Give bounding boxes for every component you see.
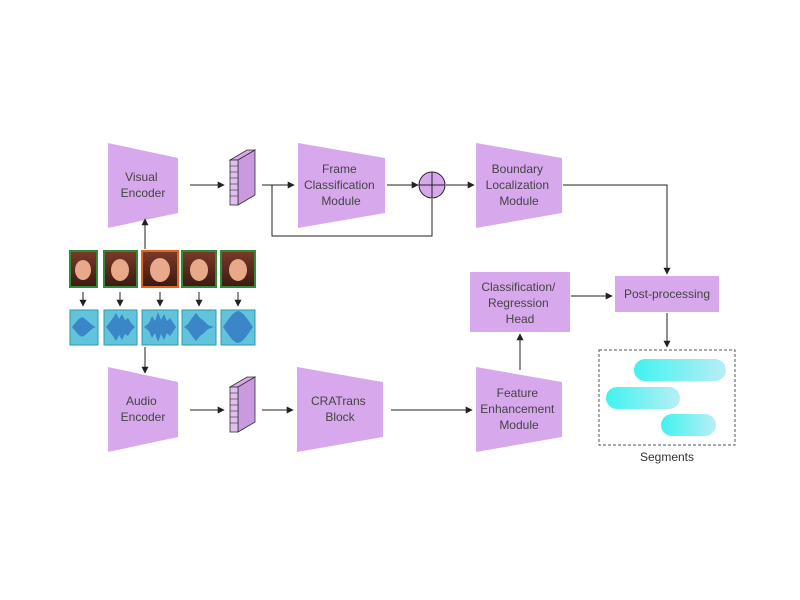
cratrans-label-2: Block: [325, 410, 355, 424]
post-processing-block: Post-processing: [615, 276, 719, 312]
frame-classification-block: Frame Classification Module: [298, 143, 385, 228]
circled-plus-icon: [418, 171, 446, 199]
frame-cls-label-1: Frame: [322, 162, 357, 176]
audio-waveforms: [69, 309, 256, 346]
boundary-label-2: Localization: [486, 178, 549, 192]
svg-text:Boundary Localization: Boundary Localization Module: [486, 162, 553, 208]
boundary-label-3: Module: [499, 194, 539, 208]
segments-label: Segments: [640, 450, 694, 464]
frame-cls-label-3: Module: [321, 194, 361, 208]
frame-cls-label-2: Classification: [304, 178, 375, 192]
cratrans-block: CRATrans Block: [297, 367, 383, 452]
visual-encoder-label-1: Visual: [125, 170, 157, 184]
audio-encoder-label-1: Audio: [126, 394, 157, 408]
feature-enh-label-1: Feature: [497, 386, 539, 400]
svg-text:Classification/ Regressi: Classification/ Regression Head: [481, 280, 558, 326]
post-processing-label: Post-processing: [624, 287, 710, 301]
connections: [141, 181, 671, 414]
svg-text:Audio Encoder: Audio Encoder: [121, 394, 166, 424]
face-thumbnail-icon-active: [141, 250, 179, 288]
face-thumbnails: [69, 250, 256, 288]
visual-feature-map-icon: [228, 149, 257, 206]
svg-text:CRATrans Block: CRATrans Block: [311, 394, 369, 424]
visual-encoder-block: Visual Encoder: [108, 143, 178, 228]
cls-reg-label-1: Classification/: [481, 280, 556, 294]
segment-bar: [634, 359, 726, 381]
boundary-label-1: Boundary: [492, 162, 543, 176]
face-thumbnail-icon: [181, 250, 217, 288]
feature-enhancement-block: Feature Enhancement Module: [476, 367, 562, 452]
face-thumbnail-icon: [220, 250, 256, 288]
segments-output: Segments: [598, 349, 736, 464]
classification-regression-head: Classification/ Regression Head: [470, 272, 570, 332]
cls-reg-label-3: Head: [506, 312, 535, 326]
audio-waveform-icon: [220, 309, 256, 346]
audio-encoder-block: Audio Encoder: [108, 367, 178, 452]
cratrans-label-1: CRATrans: [311, 394, 366, 408]
svg-text:Frame Classification: Frame Classification Module: [304, 162, 378, 208]
audio-encoder-label-2: Encoder: [121, 410, 166, 424]
audio-feature-map-icon: [228, 376, 257, 433]
audio-waveform-icon: [181, 309, 217, 346]
svg-text:Visual Encoder: Visual Encoder: [121, 170, 166, 200]
feature-enh-label-3: Module: [499, 418, 539, 432]
svg-text:Feature Enhancement: Feature Enhancement Module: [480, 386, 557, 432]
frame-to-audio-arrows: [79, 292, 242, 307]
feature-enh-label-2: Enhancement: [480, 402, 555, 416]
face-thumbnail-icon: [69, 250, 98, 288]
segment-bar: [661, 414, 716, 436]
visual-encoder-label-2: Encoder: [121, 186, 166, 200]
cls-reg-label-2: Regression: [488, 296, 549, 310]
audio-waveform-icon: [103, 309, 138, 346]
audio-waveform-icon: [141, 309, 179, 346]
face-thumbnail-icon: [103, 250, 138, 288]
audio-waveform-icon: [69, 309, 99, 346]
boundary-localization-block: Boundary Localization Module: [476, 143, 562, 228]
segment-bar: [606, 387, 680, 409]
